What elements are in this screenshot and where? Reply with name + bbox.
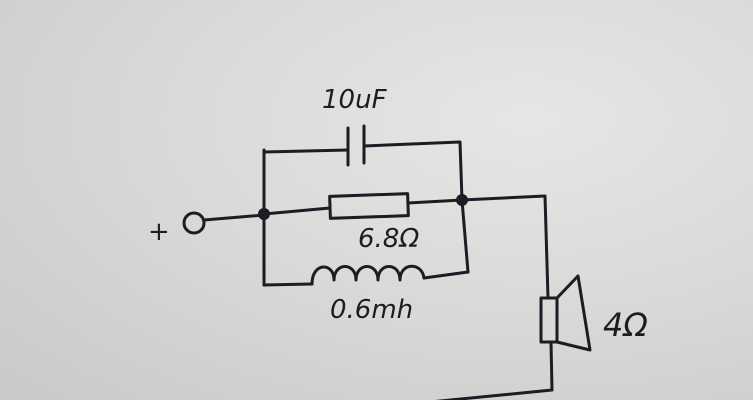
inductor-coil	[310, 264, 426, 286]
speaker-cone	[555, 274, 592, 352]
output-wire	[460, 194, 550, 300]
right-bus-wire	[460, 198, 470, 274]
return-wire	[435, 340, 554, 400]
inductor-label: 0.6mh	[330, 295, 413, 325]
resistor-left-wire	[262, 206, 332, 216]
resistor-body	[328, 192, 410, 220]
capacitor-left-wire	[262, 148, 350, 154]
resistor-label: 6.8Ω	[358, 224, 419, 254]
capacitor-label: 10uF	[322, 85, 388, 115]
terminal-plus-label: +	[148, 217, 170, 247]
inductor-left-wire	[262, 282, 314, 287]
speaker-magnet	[539, 296, 559, 344]
input-terminal	[182, 211, 206, 235]
inductor-right-wire	[422, 270, 470, 280]
input-wire	[202, 213, 266, 222]
capacitor-right-wire	[362, 140, 464, 202]
resistor-right-wire	[406, 198, 464, 205]
speaker-label: 4Ω	[603, 306, 648, 344]
